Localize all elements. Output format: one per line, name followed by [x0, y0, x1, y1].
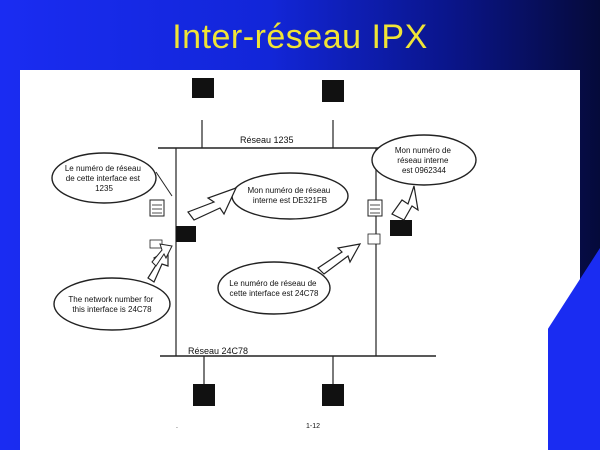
arrow-center-to-left-router [187, 186, 238, 221]
footer-page-ref: 1-12 [306, 423, 320, 430]
footer-mark: . [176, 423, 178, 430]
node-top-left [192, 78, 214, 98]
node-bottom-left [193, 384, 215, 406]
callout-right-top: Mon numéro de réseau interne est 0962344 [371, 134, 477, 186]
node-bottom-right [322, 384, 344, 406]
svg-text:Le numéro de réseau de c: Le numéro de réseau de cette interface e… [65, 164, 143, 193]
svg-text:Mon numéro de réseau int: Mon numéro de réseau interne est DE321FB [248, 186, 333, 205]
callout-left-top: Le numéro de réseau de cette interface e… [51, 152, 157, 204]
diagram-panel [20, 70, 580, 450]
network-label-bottom: Réseau 24C78 [188, 346, 248, 356]
arrow-centerbottom-to-router [317, 243, 362, 275]
arrow-leftbottom-to-router-2 [151, 243, 173, 267]
router-left [149, 199, 196, 249]
network-label-top: Réseau 1235 [240, 135, 294, 145]
callout-pointer-left-top [155, 171, 173, 197]
svg-text:Le numéro de réseau de c: Le numéro de réseau de cette interface e… [229, 279, 319, 298]
arrow-right-callout-to-router [391, 185, 419, 221]
slide-title: Inter-réseau IPX [172, 18, 428, 56]
svg-text:The network number for t: The network number for this interface is… [68, 295, 155, 314]
svg-text:Mon numéro de réseau int: Mon numéro de réseau interne est 0962344 [395, 146, 453, 175]
router-right [367, 199, 412, 245]
node-top-right [322, 80, 344, 102]
callout-center-top: Mon numéro de réseau interne est DE321FB [231, 172, 349, 220]
callout-center-bottom: Le numéro de réseau de cette interface e… [217, 261, 331, 315]
callout-left-bottom: The network number for this interface is… [53, 277, 171, 331]
